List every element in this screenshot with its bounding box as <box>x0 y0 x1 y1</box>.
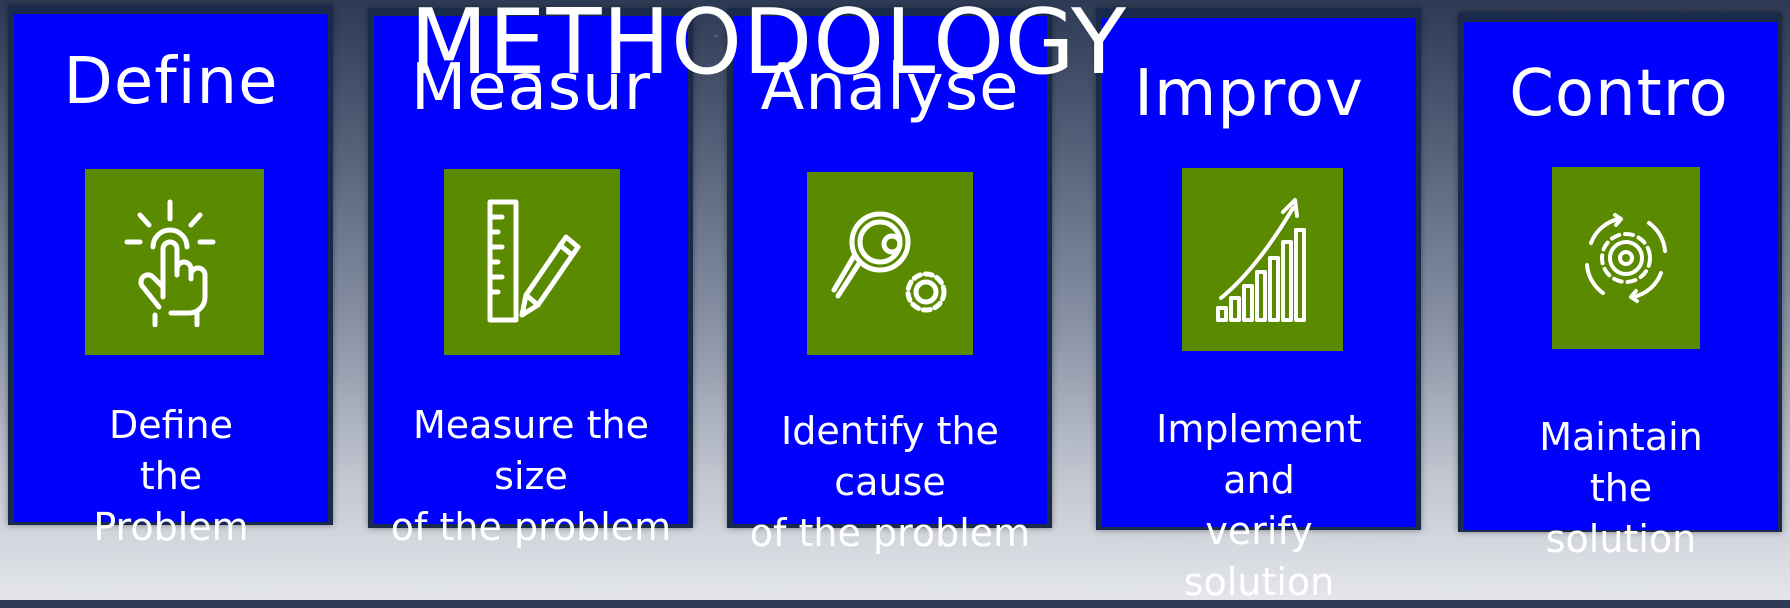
step-title: Measure <box>410 51 652 229</box>
step-card-analyse: Analyse Identify the cause of the proble… <box>733 16 1047 555</box>
step-description: Measure the size of the problem <box>390 403 672 549</box>
step-title: Define <box>63 45 279 119</box>
magnifier-gears-icon <box>831 211 947 312</box>
step-description: Identify the cause of the problem <box>749 409 1031 555</box>
step-card-define: Define Define the Problem <box>14 14 328 549</box>
step-icon-box <box>85 169 264 355</box>
step-icon-box <box>1552 167 1700 349</box>
step-card-improve: Improve Implement and verify solution <box>1102 18 1416 604</box>
growth-chart-icon <box>1215 197 1306 322</box>
step-description: Define the Problem <box>93 403 249 549</box>
step-icon-box <box>1182 168 1343 351</box>
ruler-pencil-icon <box>487 199 581 323</box>
step-title: Analyse <box>760 51 1020 125</box>
step-icon-box <box>444 169 620 355</box>
step-card-measure: Measure Measure the size of the problem <box>374 16 688 549</box>
step-card-control: Control Maintain the solution <box>1464 22 1778 561</box>
step-description: Implement and verify solution <box>1156 407 1362 604</box>
page-title: METHODOLOGY <box>410 0 1128 95</box>
step-title: Control <box>1509 57 1729 235</box>
pointing-hand-icon <box>124 199 215 327</box>
step-icon-box <box>807 172 973 355</box>
step-description: Maintain the solution <box>1539 415 1703 561</box>
gear-cycle-icon <box>1585 213 1667 303</box>
